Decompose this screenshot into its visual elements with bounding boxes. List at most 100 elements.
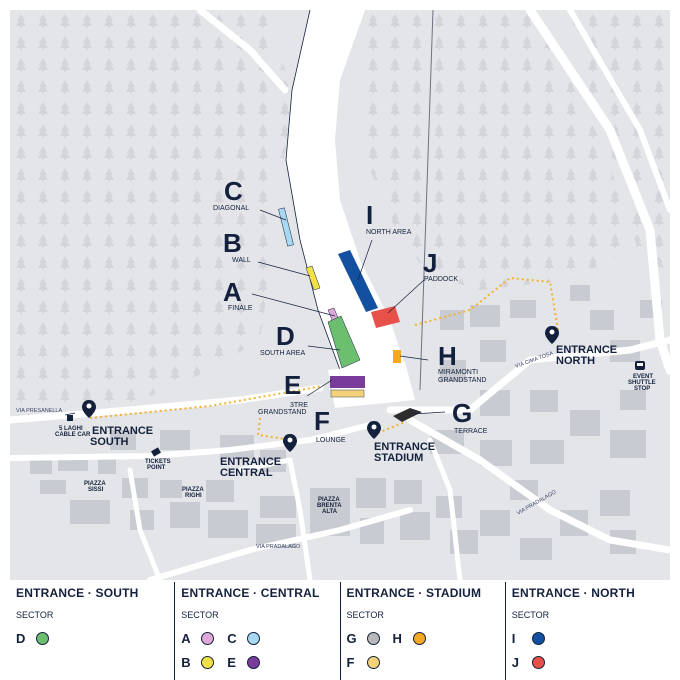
sector-label-e-2: GRANDSTAND [258, 409, 306, 416]
entrance-north-line-2: NORTH [556, 355, 595, 367]
cable-car-icon [64, 412, 76, 421]
ski-slope [286, 10, 405, 388]
legend-code: C [227, 630, 237, 646]
legend-code: F [346, 654, 355, 670]
legend-item: F [347, 655, 393, 670]
sector-g-area [393, 408, 422, 422]
legend-color-dot [412, 631, 426, 645]
legend-item: H [393, 631, 439, 646]
sector-code-b: B [223, 228, 242, 258]
legend-code: B [181, 654, 191, 670]
legend-color-dot [201, 631, 215, 645]
sector-h-area [393, 350, 401, 363]
sector-label-h-2: GRANDSTAND [438, 377, 486, 384]
legend-item: I [512, 631, 558, 646]
legend-code: D [16, 630, 26, 646]
legend-color-dot [366, 631, 380, 645]
cable-car-label-2: CABLE CAR [55, 432, 91, 438]
piazza-sissi-label-2: SISSI [88, 487, 104, 493]
legend-column-central: ENTRANCE · CENTRAL SECTOR A C B E [174, 582, 339, 680]
legend-sector-label: SECTOR [181, 610, 219, 620]
entrance-south-pin-icon[interactable] [82, 400, 96, 418]
lift-line [419, 10, 434, 391]
legend-code: H [392, 630, 402, 646]
town-blocks [30, 285, 662, 560]
entrance-central-line-2: CENTRAL [220, 467, 273, 479]
sector-code-c: C [224, 176, 243, 206]
legend-sector-label: SECTOR [16, 610, 54, 620]
sector-i-area [338, 250, 378, 312]
legend-item: A [181, 631, 227, 646]
entrance-pins [82, 326, 559, 452]
sector-labels: C DIAGONAL B WALL A FINALE D SOUTH AREA … [213, 176, 488, 444]
sector-code-f: F [314, 406, 330, 436]
legend-color-dot [201, 655, 215, 669]
shuttle-label-1: EVENT [633, 374, 653, 380]
entrance-central-line-1: ENTRANCE [220, 456, 281, 468]
legend-item: B [181, 655, 227, 670]
legend-item: D [16, 631, 62, 646]
leader-lines [251, 209, 446, 415]
entrance-south-line-2: SOUTH [90, 436, 129, 448]
legend-item: E [227, 655, 273, 670]
sector-c-area [278, 207, 294, 247]
sector-b-area [305, 265, 321, 291]
sector-label-j: PADDOCK [424, 276, 458, 283]
bus-icon [635, 361, 645, 370]
tickets-label-1: TICKETS [145, 459, 171, 465]
legend-color-dot [247, 631, 261, 645]
entrance-north-pin-icon[interactable] [545, 326, 559, 344]
entrance-central-pin-icon[interactable] [283, 434, 297, 452]
slope-outline [285, 10, 341, 371]
entrance-north-line-1: ENTRANCE [556, 344, 617, 356]
sector-label-h-1: MIRAMONTI [438, 369, 478, 376]
tickets-label-2: POINT [147, 465, 166, 471]
piazza-brenta-label-2: BRENTA [317, 503, 342, 509]
forest-northeast [570, 10, 670, 270]
sector-label-e-1: 3TRE [290, 402, 308, 409]
legend-code: E [227, 654, 236, 670]
legend-sector-label: SECTOR [346, 610, 384, 620]
sector-code-i: I [366, 200, 373, 230]
sector-code-g: G [452, 398, 472, 428]
legend-title: ENTRANCE · CENTRAL [181, 586, 320, 600]
legend-code: G [346, 630, 357, 646]
ticket-icon [151, 447, 161, 457]
legend-color-dot [247, 655, 261, 669]
sector-code-e: E [284, 370, 301, 400]
sector-e-area [330, 376, 365, 388]
sector-label-f: LOUNGE [316, 437, 346, 444]
legend-color-dot [531, 655, 545, 669]
legend-code: A [181, 630, 191, 646]
venue-map: C DIAGONAL B WALL A FINALE D SOUTH AREA … [10, 10, 670, 580]
piazza-righi-label-2: RIGHI [185, 493, 202, 499]
sector-label-b: WALL [232, 257, 251, 264]
entrance-stadium-line-2: STADIUM [374, 452, 423, 464]
entrance-stadium-pin-icon[interactable] [367, 421, 381, 439]
sector-code-j: J [423, 248, 437, 278]
entrance-legend: ENTRANCE · SOUTH SECTOR D ENTRANCE · CEN… [10, 582, 670, 680]
sector-label-g: TERRACE [454, 428, 488, 435]
piazza-brenta-label-3: ALTA [322, 509, 338, 515]
sector-code-a: A [223, 277, 242, 307]
entrance-stadium-line-1: ENTRANCE [374, 441, 435, 453]
sector-f-area [330, 389, 365, 398]
walking-paths [89, 276, 559, 441]
sector-label-i: NORTH AREA [366, 229, 412, 236]
legend-item: J [512, 655, 558, 670]
entrance-labels: ENTRANCE SOUTH ENTRANCE CENTRAL ENTRANCE… [90, 344, 617, 479]
legend-title: ENTRANCE · SOUTH [16, 586, 139, 600]
sector-label-a: FINALE [228, 305, 253, 312]
points-of-interest: 5 LAGHI CABLE CAR TICKETS POINT PIAZZA S… [55, 361, 656, 515]
legend-code: I [511, 630, 516, 646]
piazza-sissi-label-1: PIAZZA [84, 481, 106, 487]
legend-code: J [511, 654, 519, 670]
legend-color-dot [36, 631, 49, 645]
legend-item: G [347, 631, 393, 646]
sector-d-area [327, 315, 361, 369]
cable-car-label-1: 5 LAGHI [59, 426, 83, 432]
forest-east [355, 10, 630, 290]
entrance-south-line-1: ENTRANCE [92, 425, 153, 437]
forest-west [10, 10, 295, 410]
legend-column-stadium: ENTRANCE · STADIUM SECTOR G H F [339, 582, 505, 680]
